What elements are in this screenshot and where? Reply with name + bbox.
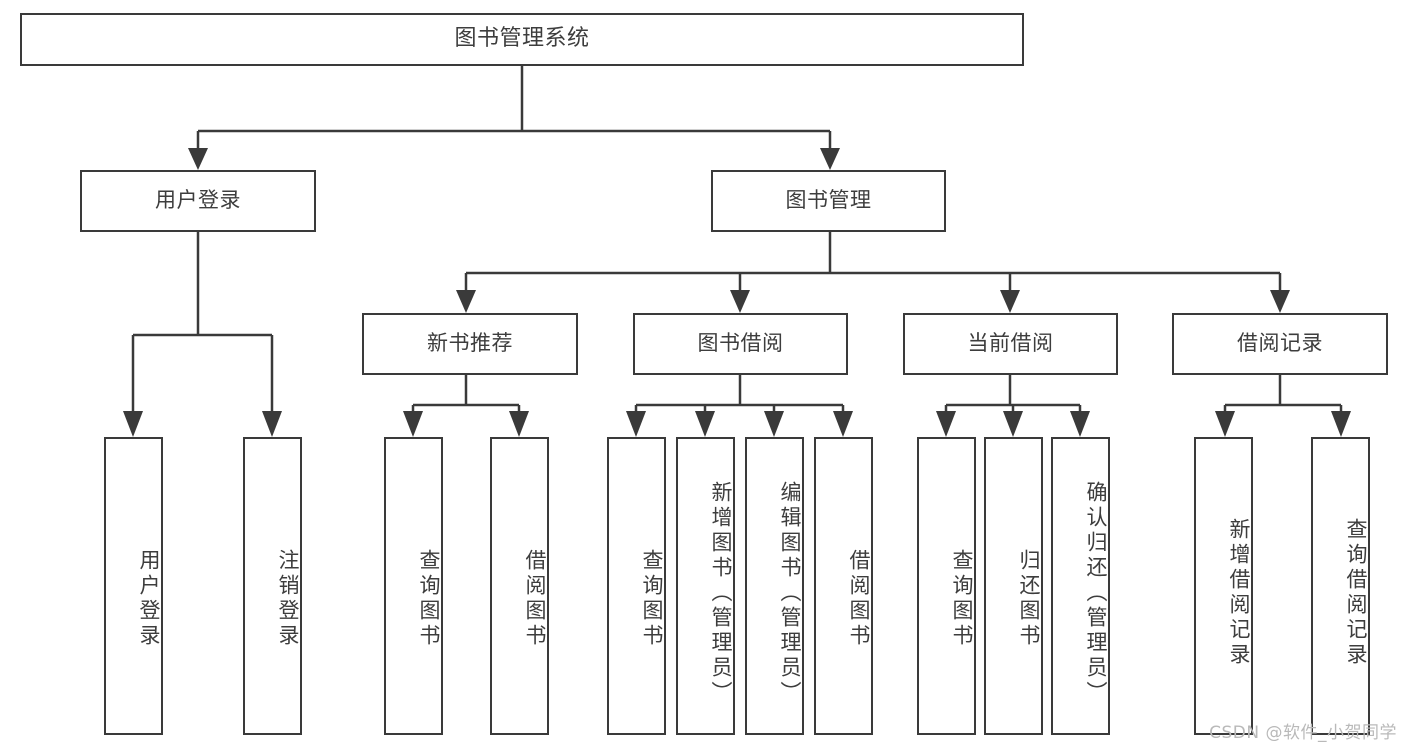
leaf-borrow-query-book[interactable]: 查询图书 (607, 437, 666, 735)
node-label: 查询图书 (950, 549, 974, 649)
node-label: 借阅图书 (523, 549, 547, 649)
node-label: 注销登录 (276, 549, 300, 649)
node-label: 编辑图书（管理员） (778, 480, 802, 706)
leaf-record-query-record[interactable]: 查询借阅记录 (1311, 437, 1370, 735)
node-label: 图书管理 (785, 188, 872, 213)
leaf-borrow-borrow-book[interactable]: 借阅图书 (814, 437, 873, 735)
leaf-current-query-book[interactable]: 查询图书 (917, 437, 976, 735)
node-book-borrow[interactable]: 图书借阅 (633, 313, 848, 375)
node-label: 用户登录 (155, 188, 241, 213)
node-label: 查询借阅记录 (1344, 518, 1368, 668)
node-current-borrow[interactable]: 当前借阅 (903, 313, 1118, 375)
leaf-current-return-book[interactable]: 归还图书 (984, 437, 1043, 735)
leaf-recommend-borrow-book[interactable]: 借阅图书 (490, 437, 549, 735)
node-borrow-record[interactable]: 借阅记录 (1172, 313, 1388, 375)
node-label: 查询图书 (640, 549, 664, 649)
node-label: 借阅图书 (847, 549, 871, 649)
node-label: 借阅记录 (1237, 331, 1323, 356)
leaf-record-add-record[interactable]: 新增借阅记录 (1194, 437, 1253, 735)
node-label: 图书借阅 (697, 331, 784, 356)
node-label: 新增借阅记录 (1227, 518, 1251, 668)
node-label: 查询图书 (417, 549, 441, 649)
node-label: 新书推荐 (427, 331, 513, 356)
node-label: 图书管理系统 (454, 26, 590, 52)
node-label: 归还图书 (1017, 549, 1041, 649)
csdn-watermark: CSDN @软件_小贺同学 (1209, 723, 1397, 743)
leaf-user-login-login[interactable]: 用户登录 (104, 437, 163, 735)
leaf-borrow-edit-book-admin[interactable]: 编辑图书（管理员） (745, 437, 804, 735)
node-label: 新增图书（管理员） (709, 480, 733, 706)
leaf-recommend-query-book[interactable]: 查询图书 (384, 437, 443, 735)
leaf-user-login-logout[interactable]: 注销登录 (243, 437, 302, 735)
node-user-login[interactable]: 用户登录 (80, 170, 316, 232)
leaf-borrow-add-book-admin[interactable]: 新增图书（管理员） (676, 437, 735, 735)
leaf-current-confirm-return-admin[interactable]: 确认归还（管理员） (1051, 437, 1110, 735)
node-new-book-recommend[interactable]: 新书推荐 (362, 313, 578, 375)
node-label: 用户登录 (137, 549, 161, 649)
node-label: 当前借阅 (967, 331, 1054, 356)
node-label: 确认归还（管理员） (1084, 480, 1108, 706)
node-root-system[interactable]: 图书管理系统 (20, 13, 1024, 66)
node-book-management[interactable]: 图书管理 (711, 170, 946, 232)
